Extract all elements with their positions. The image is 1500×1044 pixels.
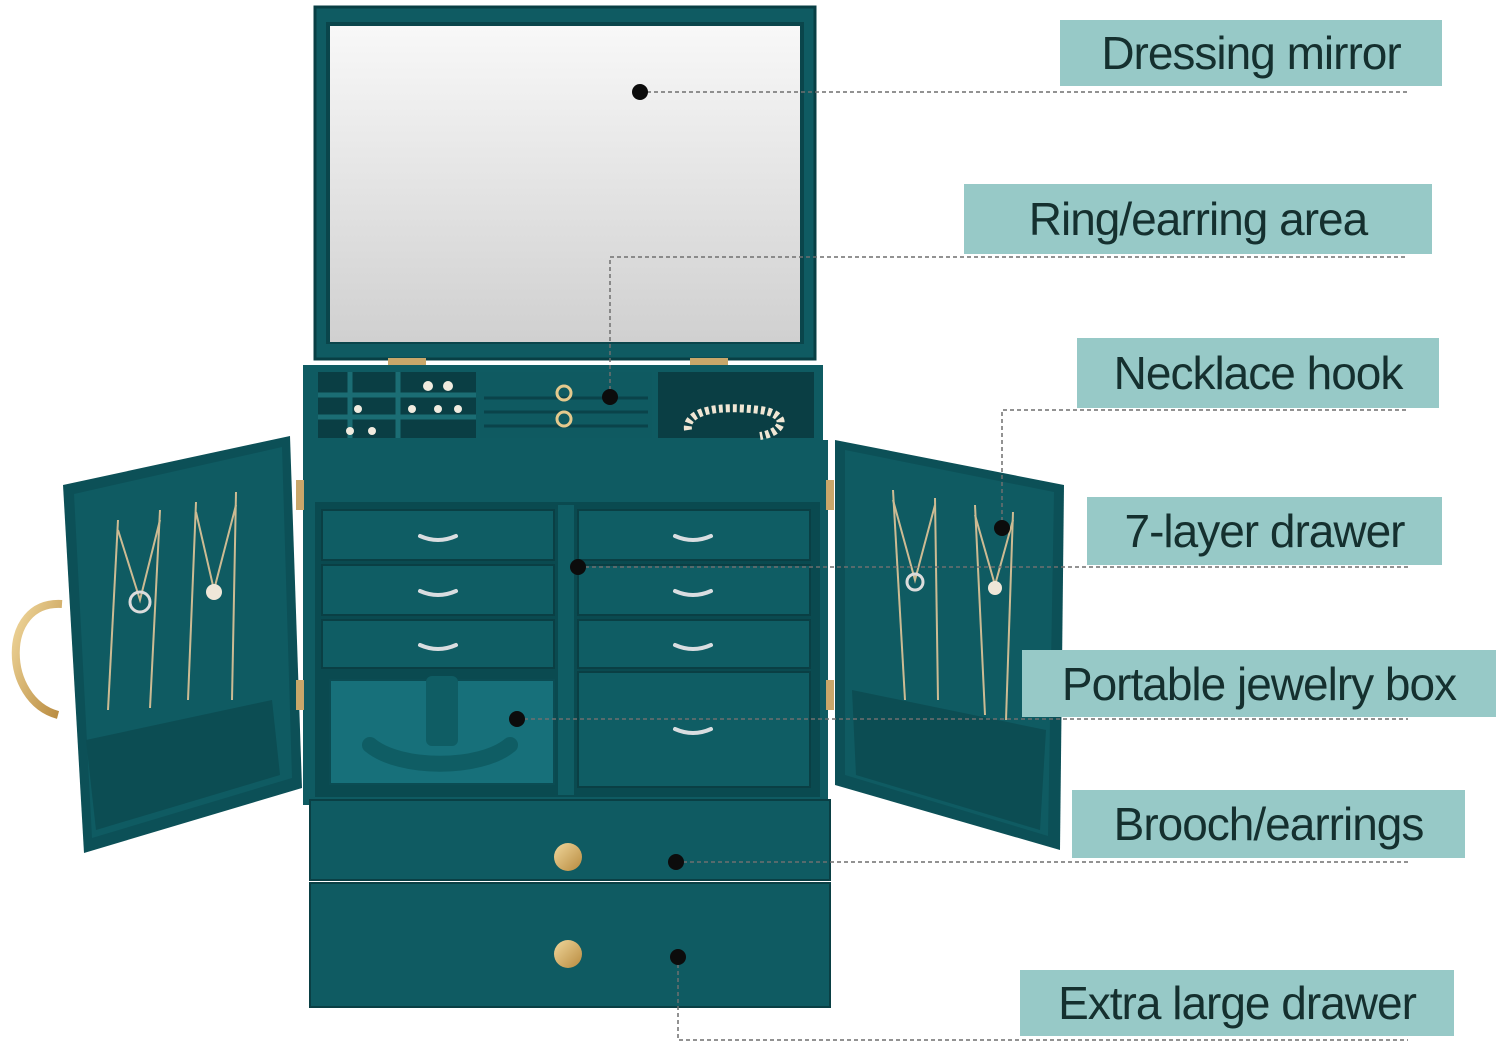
mirror-lid bbox=[313, 5, 817, 368]
dot-seven-layer-drawer bbox=[570, 559, 586, 575]
ring-earring-area bbox=[480, 372, 652, 438]
label-seven-layer-drawer: 7-layer drawer bbox=[1087, 497, 1442, 565]
dot-portable-jewelry-box bbox=[509, 711, 525, 727]
label-portable-jewelry-box: Portable jewelry box bbox=[1022, 650, 1496, 717]
label-extra-large-drawer: Extra large drawer bbox=[1020, 970, 1454, 1036]
dot-extra-large-drawer bbox=[670, 949, 686, 965]
callout-leaders bbox=[517, 91, 1408, 1041]
top-tray bbox=[303, 365, 823, 440]
label-brooch-earrings: Brooch/earrings bbox=[1072, 790, 1465, 858]
dot-dressing-mirror bbox=[632, 84, 648, 100]
dot-brooch-earrings bbox=[668, 854, 684, 870]
callout-dots bbox=[509, 84, 1010, 965]
label-ring-earring-area: Ring/earring area bbox=[964, 184, 1432, 254]
left-door bbox=[11, 436, 304, 853]
leader-extra-large-drawer bbox=[677, 957, 1408, 1041]
dot-necklace-hook bbox=[994, 520, 1010, 536]
bottom-drawers bbox=[309, 799, 831, 1008]
label-dressing-mirror: Dressing mirror bbox=[1060, 20, 1442, 86]
dot-ring-earring-area bbox=[602, 389, 618, 405]
cabinet-body bbox=[303, 440, 828, 805]
leader-necklace-hook bbox=[1001, 409, 1408, 528]
label-necklace-hook: Necklace hook bbox=[1077, 338, 1439, 408]
dressing-mirror bbox=[330, 26, 800, 342]
right-door bbox=[826, 440, 1064, 850]
leader-ring-earring-area bbox=[609, 256, 1408, 397]
